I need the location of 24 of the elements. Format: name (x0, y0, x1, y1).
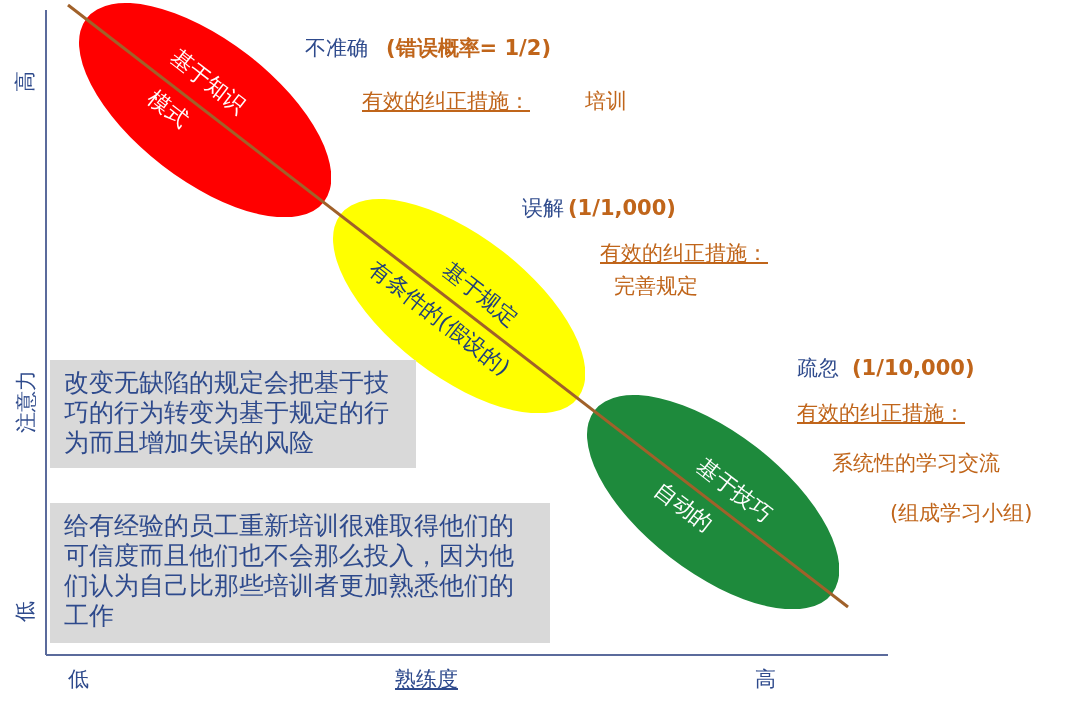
error-rate: (错误概率= 1/2) (386, 35, 551, 61)
error-rate: (1/10,000) (852, 355, 975, 381)
note-text: 给有经验的员工重新培训很难取得他们的可信度而且他们也不会那么投入，因为他们认为自己比那些培训者更加熟悉他们的工作 (64, 511, 515, 631)
error-rate: (1/1,000) (568, 195, 676, 221)
measure-heading: 有效的纠正措施： (600, 240, 768, 266)
axis-label: 高 (11, 70, 38, 92)
measure-text: 完善规定 (614, 273, 698, 299)
axis-label: 低 (68, 666, 89, 692)
measure-text: (组成学习小组) (890, 500, 1033, 526)
measure-heading: 有效的纠正措施： (362, 88, 530, 114)
axis-title: 注意力 (12, 369, 39, 433)
oval-subtitle: 模式 (142, 85, 194, 133)
measure-heading: 有效的纠正措施： (797, 400, 965, 426)
note-box (50, 503, 550, 643)
error-type: 误解 (522, 195, 564, 221)
error-type: 不准确 (305, 35, 368, 61)
note-box (50, 360, 416, 468)
measure-text: 培训 (585, 88, 627, 114)
note-text: 改变无缺陷的规定会把基于技巧的行为转变为基于规定的行为而且增加失误的风险 (64, 368, 390, 458)
axis-label: 低 (11, 600, 38, 622)
error-type: 疏忽 (797, 355, 839, 381)
axis-title: 熟练度 (395, 666, 458, 692)
axis-label: 高 (755, 666, 776, 692)
measure-text: 系统性的学习交流 (832, 450, 1000, 476)
